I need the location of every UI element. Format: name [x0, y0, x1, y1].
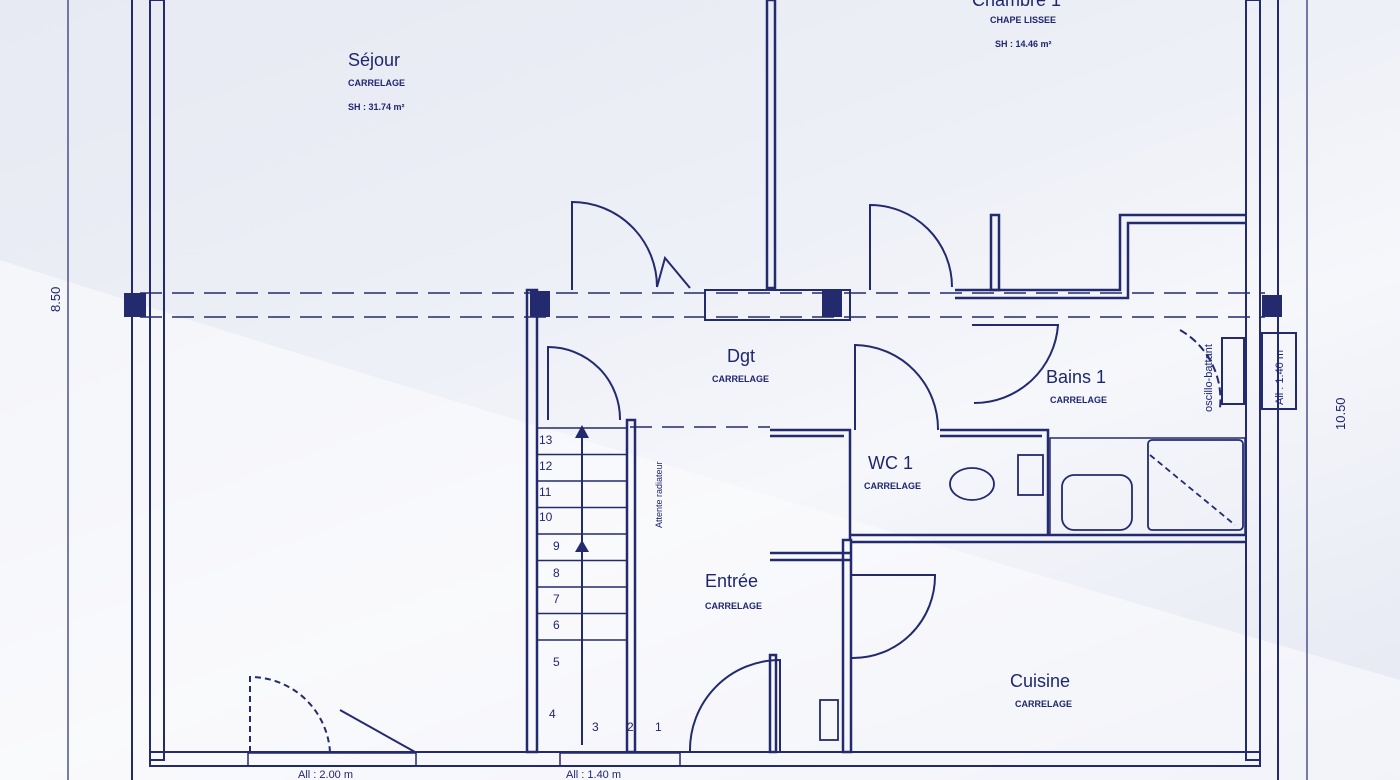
- stair-step-number: 12: [539, 459, 553, 473]
- interior-walls: [525, 0, 1246, 754]
- stair-step-number: 13: [539, 433, 553, 447]
- room-floor-wc: CARRELAGE: [864, 481, 921, 491]
- stair-step-number: 7: [553, 592, 560, 606]
- room-floor-chambre: CHAPE LISSEE: [990, 15, 1056, 25]
- stair-step-number: 11: [539, 485, 552, 499]
- room-area-sejour: SH : 31.74 m²: [348, 102, 405, 112]
- staircase: [537, 425, 627, 745]
- stair-step-number: 4: [549, 707, 556, 721]
- room-name-cuisine: Cuisine: [1010, 671, 1070, 691]
- room-floor-entree: CARRELAGE: [705, 601, 762, 611]
- room-floor-cuisine: CARRELAGE: [1015, 699, 1072, 709]
- room-floor-dgt: CARRELAGE: [712, 374, 769, 384]
- room-name-entree: Entrée: [705, 571, 758, 591]
- window-right-height: All : 1.40 m: [1274, 350, 1286, 405]
- room-floor-bains: CARRELAGE: [1050, 395, 1107, 405]
- stair-step-number: 9: [553, 539, 560, 553]
- room-name-chambre: Chambre 1: [972, 0, 1061, 10]
- beam-lines: [140, 292, 1265, 428]
- room-floor-sejour: CARRELAGE: [348, 78, 405, 88]
- stair-step-number: 6: [553, 618, 560, 632]
- window-type-label: oscillo-battant: [1203, 344, 1215, 412]
- stair-step-number: 10: [539, 510, 553, 524]
- background-swoosh: [0, 260, 1400, 780]
- stair-arrow-icon: [575, 425, 589, 438]
- fixtures: [819, 439, 1244, 741]
- room-name-bains: Bains 1: [1046, 367, 1106, 387]
- room-name-sejour: Séjour: [348, 50, 400, 70]
- window-bottom-mid-height: All : 1.40 m: [566, 769, 621, 780]
- doors: [249, 200, 1297, 753]
- radiator-label: Attente radiateur: [654, 461, 664, 528]
- room-name-dgt: Dgt: [727, 346, 755, 366]
- stair-step-number: 8: [553, 566, 560, 580]
- room-name-wc: WC 1: [868, 453, 913, 473]
- stair-step-number: 3: [592, 720, 599, 734]
- outer-walls: [131, 0, 1279, 780]
- dimension-right: 10.50: [1333, 397, 1348, 430]
- room-area-chambre: SH : 14.46 m²: [995, 39, 1052, 49]
- stair-step-number: 1: [655, 720, 662, 734]
- stair-arrow-icon: [575, 540, 589, 552]
- window-bottom-left-height: All : 2.00 m: [298, 769, 353, 780]
- dimension-lines: [67, 0, 1308, 780]
- stair-step-number: 5: [553, 655, 560, 669]
- posts: [124, 291, 1282, 317]
- stair-step-number: 2: [627, 720, 634, 734]
- dimension-left: 8.50: [48, 287, 63, 312]
